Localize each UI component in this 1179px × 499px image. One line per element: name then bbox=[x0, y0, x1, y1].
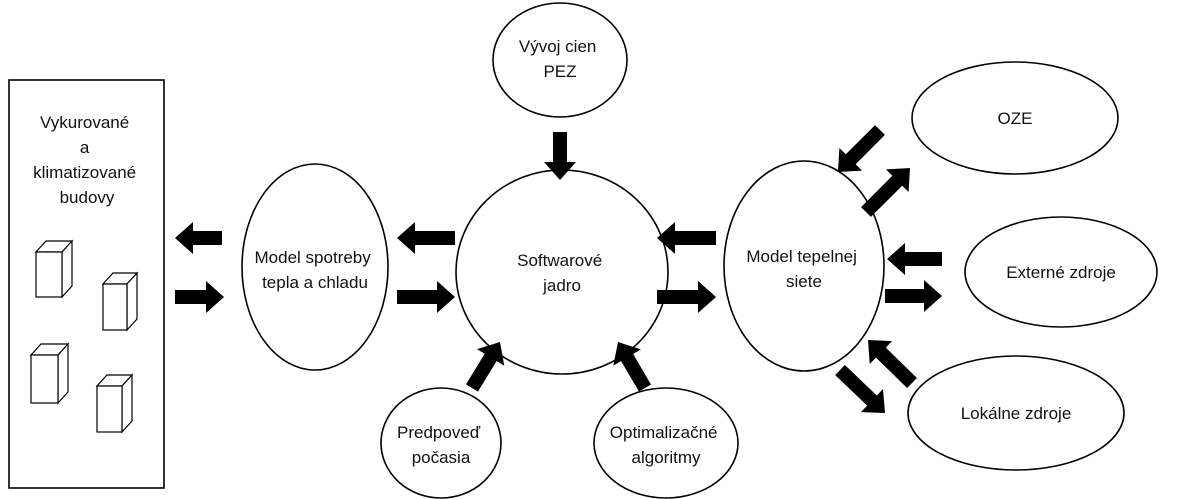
local-sources-label: Lokálne zdroje bbox=[961, 404, 1072, 423]
building-box-icon bbox=[101, 271, 139, 332]
pez-label: Vývoj cien PEZ bbox=[519, 37, 601, 81]
arrow-icon bbox=[861, 168, 910, 217]
buildings-label: Vykurované a klimatizované budovy bbox=[33, 113, 141, 207]
arrow-icon bbox=[838, 125, 885, 172]
weather-forecast-label: Predpoveď počasia bbox=[397, 423, 485, 467]
arrow-icon bbox=[835, 364, 885, 413]
external-sources-node: Externé zdroje bbox=[964, 216, 1158, 328]
arrows-layer bbox=[175, 125, 942, 413]
building-box-icon bbox=[34, 239, 74, 299]
arrow-icon bbox=[613, 342, 651, 392]
consumption-model-label: Model spotreby tepla a chladu bbox=[255, 248, 376, 292]
optimization-label: Optimalizačné algoritmy bbox=[610, 423, 722, 467]
arrow-icon bbox=[397, 222, 455, 254]
arrow-icon bbox=[887, 243, 942, 275]
software-core-node: Softwarové jadro bbox=[455, 169, 669, 375]
oze-label: OZE bbox=[998, 109, 1033, 128]
arrow-icon bbox=[544, 132, 576, 180]
arrow-icon bbox=[175, 281, 224, 313]
arrow-icon bbox=[657, 222, 716, 254]
arrow-icon bbox=[868, 340, 917, 388]
arrow-icon bbox=[466, 342, 505, 392]
software-core-label: Softwarové jadro bbox=[517, 251, 607, 295]
arrow-icon bbox=[397, 281, 455, 313]
consumption-model-node: Model spotreby tepla a chladu bbox=[241, 163, 389, 371]
building-box-icon bbox=[29, 342, 70, 405]
external-sources-label: Externé zdroje bbox=[1006, 263, 1116, 282]
arrow-icon bbox=[175, 222, 222, 254]
optimization-node: Optimalizačné algoritmy bbox=[593, 387, 739, 499]
buildings-panel: Vykurované a klimatizované budovy bbox=[8, 79, 165, 489]
building-box-icon bbox=[95, 373, 134, 434]
heat-network-model-label: Model tepelnej siete bbox=[746, 247, 861, 291]
arrow-icon bbox=[885, 280, 942, 312]
local-sources-node: Lokálne zdroje bbox=[907, 355, 1125, 471]
pez-node: Vývoj cien PEZ bbox=[492, 2, 628, 118]
weather-forecast-node: Predpoveď počasia bbox=[380, 387, 502, 499]
oze-node: OZE bbox=[911, 61, 1119, 175]
heat-network-model-node: Model tepelnej siete bbox=[723, 160, 885, 372]
arrow-icon bbox=[657, 281, 716, 313]
